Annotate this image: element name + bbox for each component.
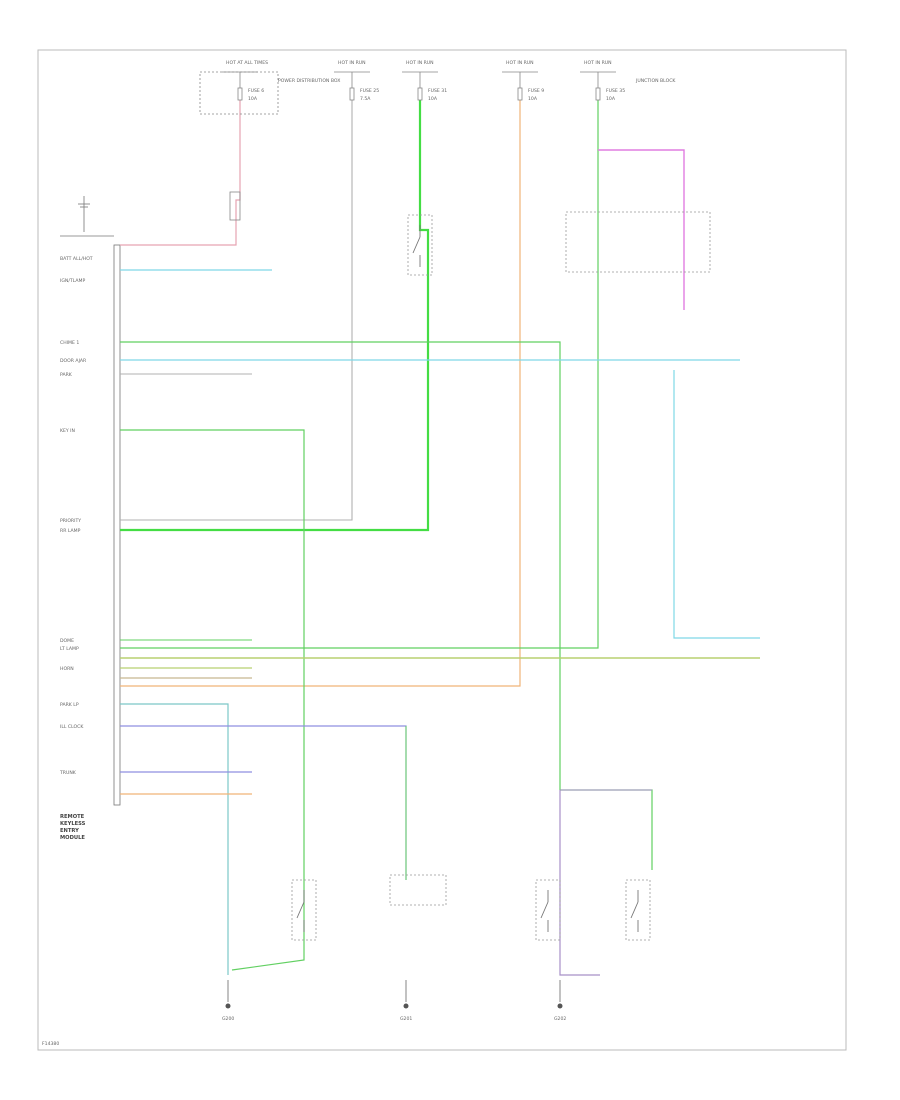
ground-point — [225, 1003, 231, 1009]
fuse-symbol — [349, 87, 355, 101]
fuse-symbol — [417, 87, 423, 101]
pin-label: TRUNK — [59, 770, 77, 776]
pin-labels: BATT ALL/HOT IGN/TLAMP CHIME 1 DOOR AJAR PAR… — [59, 256, 93, 841]
pin-label: DOOR AJAR — [60, 358, 87, 364]
diagram-frame — [37, 49, 847, 1051]
pin-label: CHIME 1 — [60, 340, 79, 346]
pin-label: IGN/TLAMP — [60, 278, 85, 284]
fuse-hot-label: HOT IN RUN — [338, 60, 366, 66]
ground-group: G200 G201 G202 — [222, 980, 566, 1022]
hood-switch-box — [291, 879, 317, 941]
wire-green-dome — [120, 341, 561, 790]
fuse-amp-label: 10A — [528, 96, 538, 102]
pin-label: LT LAMP — [60, 646, 79, 652]
fuse-hot-label: HOT IN RUN — [584, 60, 612, 66]
lamp-module-box — [389, 874, 447, 906]
fuse-symbol — [595, 87, 601, 101]
fuse-amp-label: 10A — [606, 96, 616, 102]
ground-label: G200 — [222, 1016, 234, 1022]
ground-point — [557, 1003, 563, 1009]
wire-orange-trunk — [120, 100, 521, 687]
power-distribution-box — [199, 71, 279, 115]
fuse-name-label: FUSE 25 — [360, 88, 379, 94]
wire-magenta-mirror — [598, 149, 685, 310]
wire-green-park — [120, 429, 305, 971]
ground-label: G202 — [554, 1016, 566, 1022]
wire-green-rightdoor — [560, 789, 653, 870]
ground-symbol-top — [60, 196, 114, 237]
fuse-name-label: FUSE 35 — [606, 88, 625, 94]
fuse-hot-label: HOT AT ALL TIMES — [226, 60, 268, 66]
components — [229, 191, 711, 941]
pin-label: PARK LP — [60, 702, 79, 708]
pin-label: PARK — [60, 372, 73, 378]
fuse-amp-label: 10A — [428, 96, 438, 102]
right-door-switch-blade — [630, 901, 639, 919]
fuse-amp-label: 10A — [248, 96, 258, 102]
module-name-line: KEYLESS — [60, 821, 86, 827]
wire-group — [120, 100, 760, 976]
wire-gray-key — [120, 100, 353, 521]
module-name-line: ENTRY — [60, 828, 79, 834]
relay-box — [565, 211, 711, 273]
right-door-switch-box — [625, 879, 651, 941]
pin-label: DOME — [60, 638, 74, 644]
pin-label: ILL CLOCK — [60, 724, 84, 730]
fuse-group: HOT AT ALL TIMES FUSE 6 10A POWER DISTRIBUT… — [199, 60, 676, 115]
pin-label: KEY IN — [60, 428, 75, 434]
pin-label: PRIORITY — [60, 518, 81, 524]
fuse-amp-label: 7.5A — [360, 96, 371, 102]
brake-switch-blade — [412, 236, 421, 254]
fuse-box-label: JUNCTION BLOCK — [635, 78, 676, 84]
fuse-symbol — [237, 87, 243, 101]
module-box — [113, 244, 121, 806]
ground-point — [403, 1003, 409, 1009]
wire-blue-lamp — [120, 725, 407, 880]
fuse-hot-label: HOT IN RUN — [406, 60, 434, 66]
fuse-name-label: FUSE 9 — [528, 88, 544, 94]
fuse-name-label: FUSE 6 — [248, 88, 264, 94]
pin-label: RR LAMP — [60, 528, 81, 534]
fuse-name-label: FUSE 31 — [428, 88, 447, 94]
wire-brightgreen-chime — [120, 100, 430, 532]
brake-switch-box — [407, 214, 433, 276]
wire-lightblue-sensor — [673, 370, 760, 639]
wire-teal-g200 — [120, 703, 229, 975]
fuse-box-label: POWER DISTRIBUTION BOX — [278, 78, 340, 84]
left-door-switch-blade — [540, 901, 549, 919]
left-door-switch-box — [535, 879, 561, 941]
hood-switch-blade — [296, 901, 305, 919]
wire-green-left — [120, 100, 599, 649]
fuse-symbol — [517, 87, 523, 101]
module-name-line: REMOTE — [60, 814, 85, 820]
pin-label: HORN — [60, 666, 74, 672]
fuse-hot-label: HOT IN RUN — [506, 60, 534, 66]
pin-label: BATT ALL/HOT — [60, 256, 93, 262]
wire-pink-batt — [120, 100, 241, 246]
wire-violet-lamp — [559, 790, 600, 976]
ground-label: G201 — [400, 1016, 412, 1022]
resistor-symbol — [229, 191, 241, 221]
module-name-line: MODULE — [60, 835, 85, 841]
footnote: F14380 — [42, 1041, 59, 1047]
